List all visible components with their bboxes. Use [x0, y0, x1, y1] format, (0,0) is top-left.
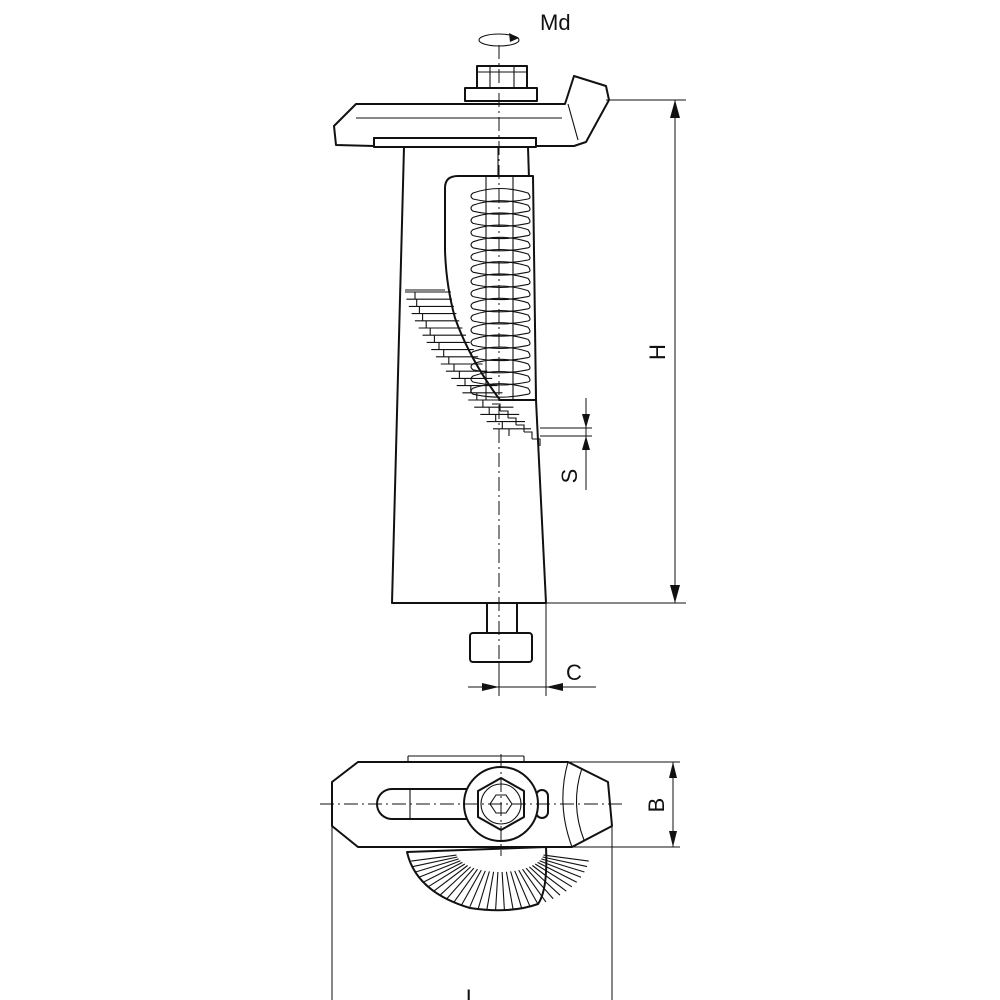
compression-spring [470, 176, 531, 400]
step-dimension [540, 398, 592, 490]
serration-teeth [405, 291, 541, 446]
top-view: B L [320, 754, 680, 1000]
torque-label: Md [540, 10, 571, 35]
pressure-foot [469, 602, 533, 663]
plate-collar [373, 137, 537, 148]
step-label: S [557, 469, 582, 484]
torque-rotation-icon [478, 33, 520, 47]
width-dimension [568, 761, 680, 848]
height-label: H [645, 344, 670, 360]
offset-label: C [566, 660, 582, 685]
offset-dimension [468, 603, 596, 696]
clamp-plate [333, 75, 610, 147]
length-label: L [466, 985, 478, 1000]
height-dimension [546, 99, 686, 604]
length-dimension [331, 826, 613, 1000]
side-view: Md [333, 10, 686, 696]
width-label: B [644, 798, 669, 813]
serration-fan [406, 846, 589, 912]
hex-nut [464, 65, 538, 102]
